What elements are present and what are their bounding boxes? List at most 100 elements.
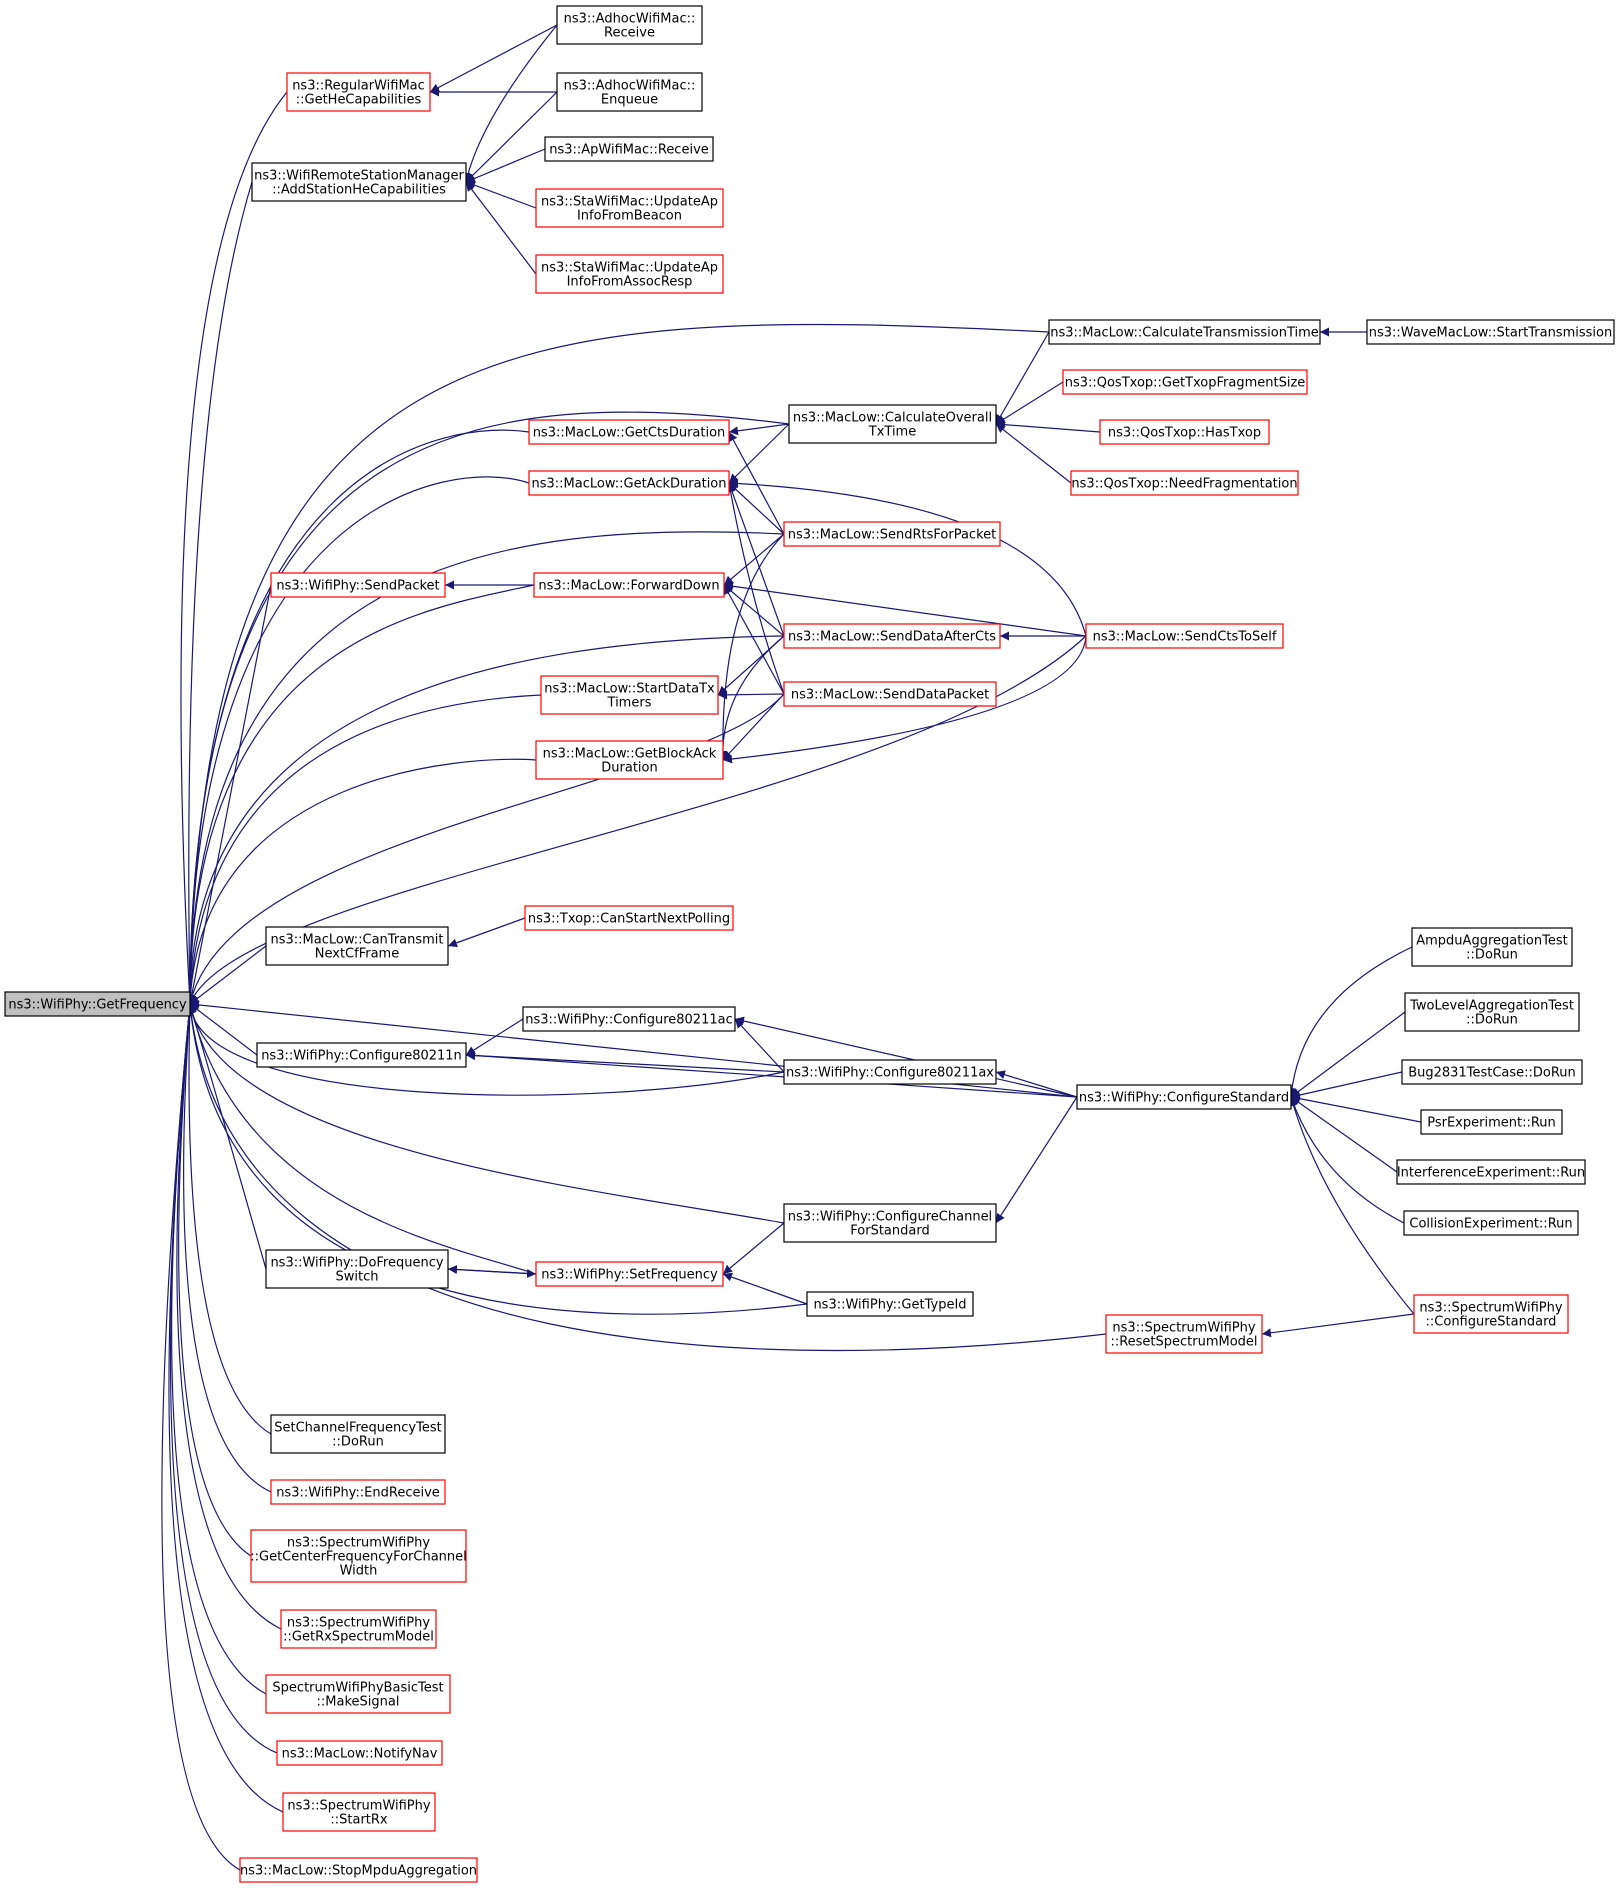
node-box	[788, 404, 997, 444]
node-maclow-calctx[interactable]: ns3::MacLow::CalculateTransmissionTime	[1048, 319, 1321, 345]
node-maclow-stopmpdu[interactable]: ns3::MacLow::StopMpduAggregation	[239, 1857, 478, 1883]
node-wifiphy-confchannel[interactable]: ns3::WifiPhy::ConfigureChannelForStandar…	[783, 1203, 997, 1243]
node-box	[270, 1414, 446, 1454]
node-swp-getrxspectrum[interactable]: ns3::SpectrumWifiPhy::GetRxSpectrumModel	[280, 1609, 437, 1649]
node-box	[1420, 1109, 1563, 1135]
node-label: ns3::MacLow::SendDataAfterCts	[788, 630, 996, 645]
node-label: ns3::MacLow::CanTransmit	[270, 933, 443, 948]
call-edge	[995, 420, 1101, 433]
call-edge	[185, 584, 535, 1005]
node-maclow-getack[interactable]: ns3::MacLow::GetAckDuration	[528, 470, 730, 496]
node-qos-needfrag[interactable]: ns3::QosTxop::NeedFragmentation	[1070, 470, 1299, 496]
node-wifiphy-conf80211n[interactable]: ns3::WifiPhy::Configure80211n	[256, 1042, 467, 1068]
node-label: ns3::QosTxop::GetTxopFragmentSize	[1065, 376, 1306, 391]
node-wifiphy-endreceive[interactable]: ns3::WifiPhy::EndReceive	[270, 1479, 446, 1505]
node-setchannelfreq-test[interactable]: SetChannelFrequencyTest::DoRun	[270, 1414, 446, 1454]
call-edge	[1287, 946, 1413, 1098]
node-root[interactable]: ns3::WifiPhy::GetFrequency	[4, 991, 191, 1017]
node-qos-hastxop[interactable]: ns3::QosTxop::HasTxop	[1099, 419, 1270, 445]
node-qos-fragsize[interactable]: ns3::QosTxop::GetTxopFragmentSize	[1062, 369, 1308, 395]
node-label: ::StartRx	[330, 1813, 388, 1828]
call-edge	[178, 1003, 252, 1557]
node-twolevel-test[interactable]: TwoLevelAggregationTest::DoRun	[1404, 992, 1580, 1032]
node-maclow-notifynav[interactable]: ns3::MacLow::NotifyNav	[276, 1740, 443, 1766]
node-label: ns3::MacLow::NotifyNav	[282, 1747, 438, 1762]
node-adhoc-receive[interactable]: ns3::AdhocWifiMac::Receive	[556, 5, 703, 45]
call-edge	[722, 1272, 808, 1305]
node-label: ::ConfigureStandard	[1426, 1315, 1557, 1330]
node-label: ns3::MacLow::SendCtsToSelf	[1093, 630, 1277, 645]
call-edge	[465, 148, 546, 183]
node-label: ns3::SpectrumWifiPhy	[1112, 1321, 1255, 1336]
node-label: TxTime	[868, 425, 916, 440]
node-wrsm-addstation[interactable]: ns3::WifiRemoteStationManager::AddStatio…	[251, 162, 467, 202]
node-maclow-sendrts[interactable]: ns3::MacLow::SendRtsForPacket	[783, 521, 1001, 547]
node-wifiphy-conf80211ac[interactable]: ns3::WifiPhy::Configure80211ac	[522, 1006, 736, 1032]
node-ap-receive[interactable]: ns3::ApWifiMac::Receive	[544, 136, 714, 162]
call-edge	[465, 1051, 1078, 1098]
node-interference-run[interactable]: InterferenceExperiment::Run	[1396, 1159, 1586, 1185]
call-edge	[728, 423, 790, 436]
node-label: ns3::StaWifiMac::UpdateAp	[541, 195, 718, 210]
call-edge	[1289, 1096, 1415, 1315]
node-label: ns3::MacLow::GetBlockAck	[543, 747, 717, 762]
node-wifiphy-gettypeid[interactable]: ns3::WifiPhy::GetTypeId	[806, 1291, 974, 1317]
node-bug2831[interactable]: Bug2831TestCase::DoRun	[1401, 1059, 1583, 1085]
node-wifiphy-sendpacket[interactable]: ns3::WifiPhy::SendPacket	[270, 572, 446, 598]
call-edge	[176, 1003, 282, 1630]
node-box	[280, 1609, 437, 1649]
call-edge	[465, 91, 558, 183]
node-label: AmpduAggregationTest	[1416, 934, 1567, 949]
node-box	[1062, 369, 1308, 395]
node-label: ns3::WifiPhy::Configure80211ac	[525, 1013, 732, 1028]
node-label: SpectrumWifiPhyBasicTest	[272, 1681, 443, 1696]
node-maclow-sendctstoself[interactable]: ns3::MacLow::SendCtsToSelf	[1085, 623, 1284, 649]
node-maclow-senddataaftercts[interactable]: ns3::MacLow::SendDataAfterCts	[783, 623, 1001, 649]
node-box	[239, 1857, 478, 1883]
call-edge	[734, 1018, 785, 1073]
node-label: Switch	[336, 1270, 379, 1285]
node-swp-getcenterfreq[interactable]: ns3::SpectrumWifiPhy::GetCenterFrequency…	[250, 1529, 467, 1583]
node-maclow-forwarddown[interactable]: ns3::MacLow::ForwardDown	[533, 572, 725, 598]
call-edge	[187, 584, 272, 1005]
call-edge	[185, 1003, 272, 1435]
call-edge	[185, 758, 537, 1005]
call-edge	[187, 1003, 537, 1275]
node-swp-confstandard[interactable]: ns3::SpectrumWifiPhy::ConfigureStandard	[1413, 1294, 1569, 1334]
node-box	[1076, 1084, 1292, 1110]
call-edge	[727, 482, 785, 637]
node-wifiphy-conf80211ax[interactable]: ns3::WifiPhy::Configure80211ax	[783, 1059, 997, 1085]
node-swp-resetspectrum[interactable]: ns3::SpectrumWifiPhy::ResetSpectrumModel	[1105, 1314, 1263, 1354]
node-box	[250, 1529, 467, 1583]
node-label: ::GetRxSpectrumModel	[283, 1630, 434, 1645]
node-box	[1404, 992, 1580, 1032]
node-regular-gethecap[interactable]: ns3::RegularWifiMac::GetHeCapabilities	[286, 72, 431, 112]
call-edge	[161, 1003, 241, 1871]
node-wave-start[interactable]: ns3::WaveMacLow::StartTransmission	[1366, 319, 1615, 345]
node-ampdu-test[interactable]: AmpduAggregationTest::DoRun	[1411, 927, 1573, 967]
node-adhoc-enqueue[interactable]: ns3::AdhocWifiMac::Enqueue	[556, 72, 703, 112]
node-label: ns3::MacLow::SendRtsForPacket	[788, 528, 997, 543]
node-label: ns3::WifiPhy::Configure80211ax	[786, 1066, 994, 1081]
node-sta-assoc[interactable]: ns3::StaWifiMac::UpdateApInfoFromAssocRe…	[535, 254, 724, 294]
node-swp-startrx[interactable]: ns3::SpectrumWifiPhy::StartRx	[282, 1792, 436, 1832]
node-swpbasic-makesignal[interactable]: SpectrumWifiPhyBasicTest::MakeSignal	[265, 1674, 451, 1714]
node-label: Enqueue	[601, 93, 658, 108]
node-maclow-senddatapacket[interactable]: ns3::MacLow::SendDataPacket	[783, 681, 997, 707]
call-edge	[722, 1222, 785, 1275]
node-wifiphy-setfreq[interactable]: ns3::WifiPhy::SetFrequency	[535, 1261, 724, 1287]
node-maclow-getcts[interactable]: ns3::MacLow::GetCtsDuration	[528, 419, 730, 445]
node-psr-run[interactable]: PsrExperiment::Run	[1420, 1109, 1563, 1135]
node-wifiphy-confstandard[interactable]: ns3::WifiPhy::ConfigureStandard	[1076, 1084, 1292, 1110]
node-box	[783, 681, 997, 707]
call-edge	[447, 917, 526, 948]
node-txop-canstart[interactable]: ns3::Txop::CanStartNextPolling	[524, 905, 734, 931]
node-collision-run[interactable]: CollisionExperiment::Run	[1403, 1210, 1579, 1236]
